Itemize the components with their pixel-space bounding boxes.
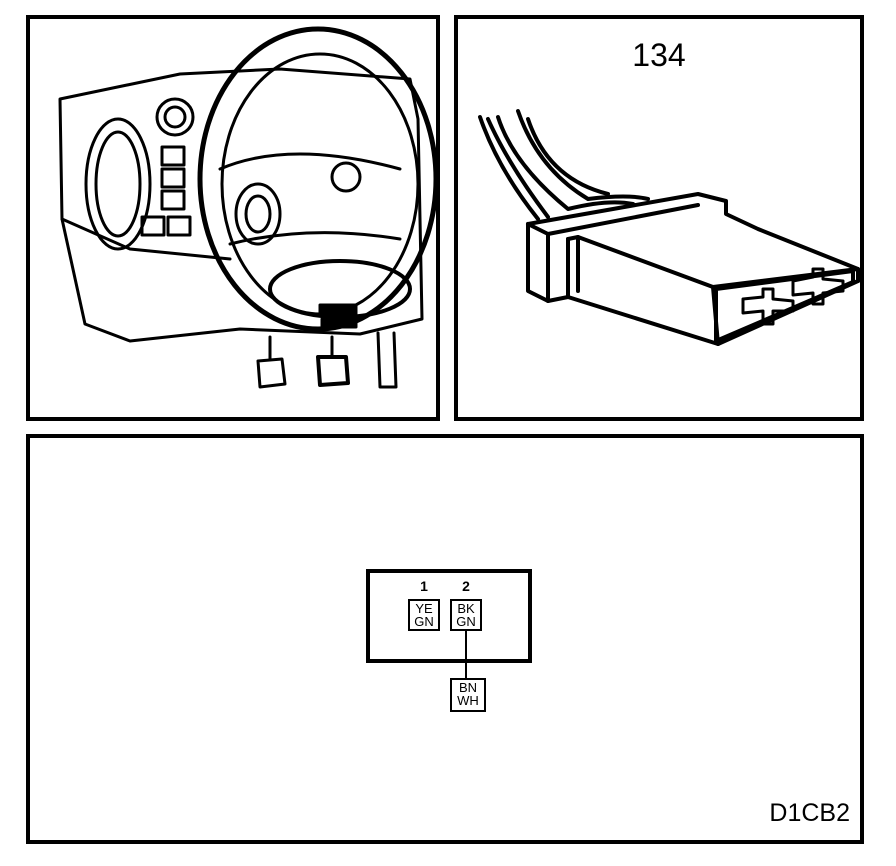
- wire-color-secondary: GN: [456, 614, 476, 629]
- pin-2-wire-color: BK GN: [450, 599, 482, 631]
- diagram-code: D1CB2: [769, 799, 850, 827]
- pin-1-wire-color: YE GN: [408, 599, 440, 631]
- wire-color-secondary: WH: [457, 693, 479, 708]
- connector-panel: 134: [454, 15, 864, 421]
- dashboard-illustration: [58, 26, 436, 389]
- pin-number: 2: [462, 578, 470, 594]
- location-panel: [26, 15, 440, 421]
- wire-color-primary: YE: [415, 601, 433, 616]
- wire-color-secondary: GN: [414, 614, 434, 629]
- splice-wire-color: BN WH: [450, 678, 486, 712]
- wire-color-primary: BK: [457, 601, 475, 616]
- wire-color-primary: BN: [458, 680, 478, 695]
- pinout-diagram: [366, 569, 532, 681]
- pinout-panel: 1 2 YE GN BK GN BN WH D1CB2: [26, 434, 864, 844]
- connector-number: 134: [632, 37, 686, 73]
- pin-number: 1: [420, 578, 428, 594]
- connector-illustration: [478, 109, 860, 346]
- connector-face: [366, 569, 532, 663]
